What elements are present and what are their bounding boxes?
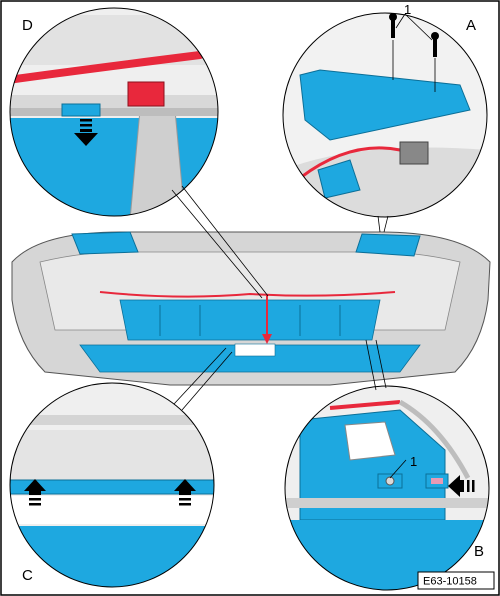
figure-code: E63-10158 bbox=[423, 576, 477, 588]
leader-d bbox=[171, 189, 263, 299]
arrow-left-icon bbox=[448, 475, 475, 497]
leader-d-2 bbox=[181, 185, 269, 297]
detail-label-c: C bbox=[22, 567, 33, 584]
bumper-cover bbox=[11, 231, 491, 386]
leader-b bbox=[365, 339, 377, 391]
wiring-harness bbox=[99, 291, 396, 298]
leader-c-2 bbox=[181, 351, 233, 411]
leader-c bbox=[173, 347, 227, 405]
leader-a bbox=[377, 215, 381, 233]
leader-b-2 bbox=[375, 339, 387, 389]
figure-code-box bbox=[417, 571, 495, 590]
screw-icon-2 bbox=[431, 32, 439, 57]
detail-c bbox=[9, 382, 215, 588]
bumper-right-bracket bbox=[355, 233, 421, 257]
detail-b bbox=[284, 385, 490, 591]
harness-arrow bbox=[262, 334, 272, 344]
detail-label-d: D bbox=[22, 17, 33, 34]
detail-a bbox=[282, 12, 488, 218]
callout-clip: 1 bbox=[410, 454, 417, 469]
leader-a-2 bbox=[383, 215, 389, 233]
screw-icon bbox=[389, 13, 397, 38]
arrow-up-icon-2 bbox=[174, 479, 196, 506]
bumper-left-bracket bbox=[71, 231, 139, 255]
detail-label-b: B bbox=[474, 543, 484, 560]
arrow-down-icon bbox=[74, 119, 98, 146]
arrow-up-icon bbox=[24, 479, 46, 506]
clip-icon bbox=[385, 476, 395, 486]
callout-screws: 1 bbox=[404, 2, 411, 17]
detail-label-a: A bbox=[466, 17, 476, 34]
